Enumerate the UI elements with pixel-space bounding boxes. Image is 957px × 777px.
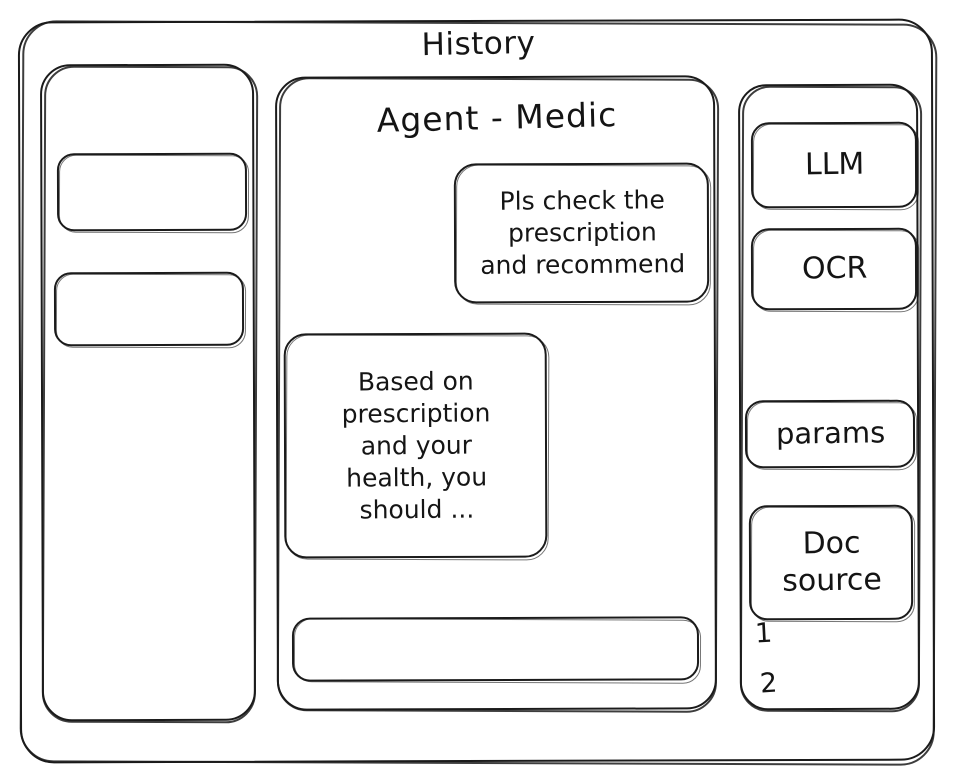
doc-source-ref-2[interactable]: 2: [758, 667, 779, 700]
user-message-bubble: Pls check the prescription and recommend: [455, 163, 710, 303]
message-input[interactable]: [293, 617, 700, 681]
history-list-item[interactable]: [55, 272, 245, 346]
history-list-item[interactable]: [58, 153, 248, 231]
tool-button-ocr[interactable]: OCR: [752, 228, 918, 310]
tool-button-params[interactable]: params: [746, 400, 916, 468]
tool-button-label: OCR: [802, 250, 868, 287]
tool-button-label: params: [776, 415, 886, 452]
tool-button-label: LLM: [805, 146, 865, 183]
assistant-message-bubble: Based on prescription and your health, y…: [285, 333, 548, 558]
tool-button-label: Doc source: [782, 525, 883, 599]
tool-button-llm[interactable]: LLM: [752, 122, 918, 208]
user-message-text: Pls check the prescription and recommend: [480, 185, 686, 280]
doc-source-ref-1[interactable]: 1: [754, 617, 773, 650]
assistant-message-text: Based on prescription and your health, y…: [341, 365, 491, 524]
tool-button-doc-source[interactable]: Doc source: [750, 505, 914, 620]
